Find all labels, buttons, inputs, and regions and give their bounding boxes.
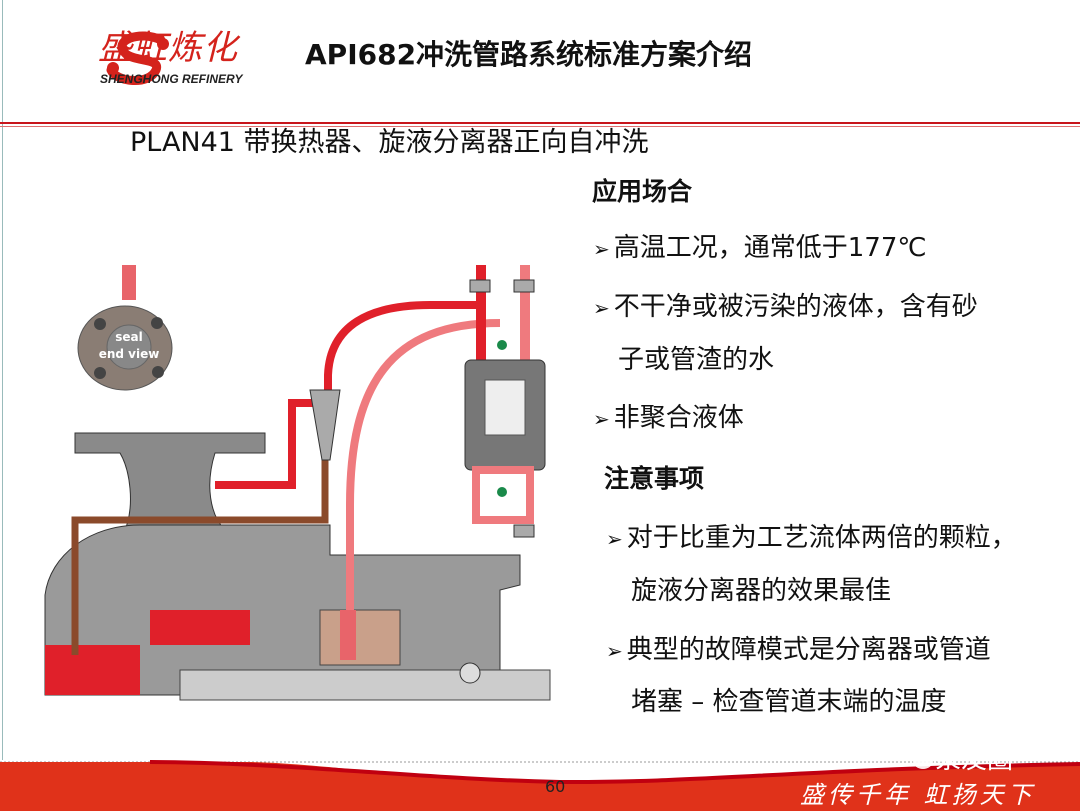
arrow-bullet-icon: ➢ (593, 237, 610, 261)
bullet-item: ➢对于比重为工艺流体两倍的颗粒， (606, 523, 1017, 553)
seal-end-view-center (106, 324, 152, 370)
cyclone (309, 389, 341, 461)
shenghong-logo (106, 31, 169, 85)
pump-casing (44, 524, 521, 696)
page-number: 60 (545, 777, 566, 796)
logo-text-en: SHENGHONG REFINERY (100, 72, 243, 86)
gauge-icons (497, 340, 507, 497)
bolt-icons (94, 317, 164, 379)
shaft (179, 669, 551, 701)
left-border (2, 0, 3, 760)
bullet-item: ➢不干净或被污染的液体，含有砂 (593, 292, 978, 322)
section-heading-notes: 注意事项 (604, 464, 705, 493)
slide-title: API682冲洗管路系统标准方案介绍 (305, 38, 753, 71)
discharge-line (215, 399, 315, 489)
logo-text-cn: 盛虹炼化 (98, 28, 238, 68)
cooler-to-seal (346, 319, 501, 610)
seal-chamber (319, 609, 401, 666)
plan41-diagram: seal end view (44, 265, 551, 701)
footer-band (0, 760, 1080, 811)
bearing (459, 662, 481, 684)
arrow-bullet-icon: ➢ (593, 296, 610, 320)
cyclone-to-cooler (324, 301, 482, 395)
arrow-bullet-icon: ➢ (593, 407, 610, 431)
bullet-item-continued: 堵塞 – 检查管道末端的温度 (631, 687, 947, 717)
plan-subtitle: PLAN41 带换热器、旋液分离器正向自冲洗 (130, 127, 649, 158)
bullet-item: ➢非聚合液体 (593, 403, 744, 433)
heat-exchanger-bottom-pipe (472, 466, 534, 524)
arrow-bullet-icon: ➢ (606, 527, 623, 551)
bullet-item-continued: 旋液分离器的效果最佳 (631, 576, 892, 606)
seal-label: seal (115, 330, 143, 344)
heat-exchanger-coil (484, 379, 526, 436)
header-divider (0, 122, 1080, 124)
end-view-label: end view (99, 347, 160, 361)
footer-slogan: 盛传千年 虹扬天下 (800, 781, 1036, 809)
bullet-item: ➢典型的故障模式是分离器或管道 (606, 635, 991, 665)
arrow-bullet-icon: ➢ (606, 639, 623, 663)
impeller (45, 610, 250, 695)
watermark: 泵友圈 (935, 745, 1014, 775)
cooler-outlet-pipe (520, 265, 530, 360)
bullet-item: ➢高温工况，通常低于177℃ (593, 233, 927, 263)
bullet-item-continued: 子或管渣的水 (618, 345, 775, 375)
seal-inlet-pipe (122, 265, 136, 300)
brown-return-line (71, 460, 329, 655)
header-divider-thin (0, 126, 1080, 127)
wechat-icon (913, 753, 933, 769)
gland-flush (340, 610, 356, 660)
cooler-inlet-pipe (476, 265, 486, 360)
section-heading-applications: 应用场合 (592, 177, 693, 206)
valve-icons (469, 279, 535, 538)
